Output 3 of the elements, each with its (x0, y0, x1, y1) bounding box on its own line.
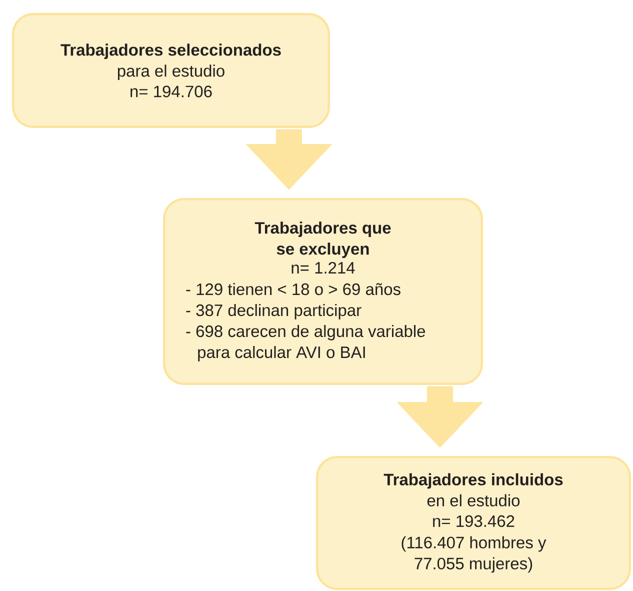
process-box: Trabajadores seleccionados para el estudio n= 194.706 (12, 13, 330, 128)
process-box: Trabajadores que se excluyen n= 1.214 - 129 tienen < 18 o > 69 años - 387 declinan participar - 698 carecen de alguna variable para calcular AVI o BAI (163, 198, 483, 385)
process-box: Trabajadores incluidos en el estudio n= 193.462 (116.407 hombres y 77.055 mujeres) (316, 456, 631, 590)
